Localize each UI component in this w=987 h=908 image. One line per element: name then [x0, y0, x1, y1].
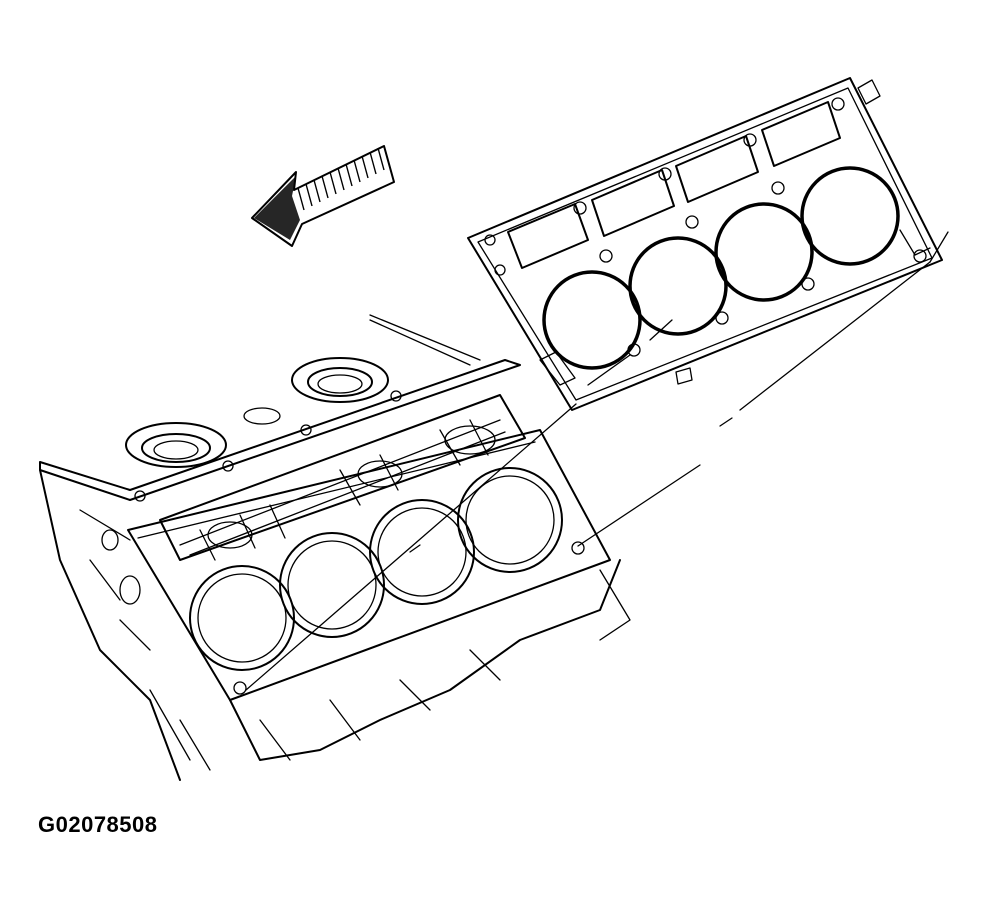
- engine-block: [39, 314, 631, 781]
- gasket-cylinder-bores: [542, 166, 900, 370]
- figure-id: G02078508: [38, 812, 158, 837]
- head-gasket: [467, 77, 943, 411]
- deck-cup-left: [125, 422, 227, 468]
- deck-cup-right: [291, 357, 389, 403]
- alignment-lines: [245, 231, 949, 691]
- gasket-coolant-ports: [507, 101, 841, 269]
- direction-arrow: [251, 145, 395, 247]
- block-cylinder-bores: [189, 467, 563, 671]
- camshaft-parts: [179, 419, 506, 561]
- gasket-bolt-holes: [484, 97, 927, 357]
